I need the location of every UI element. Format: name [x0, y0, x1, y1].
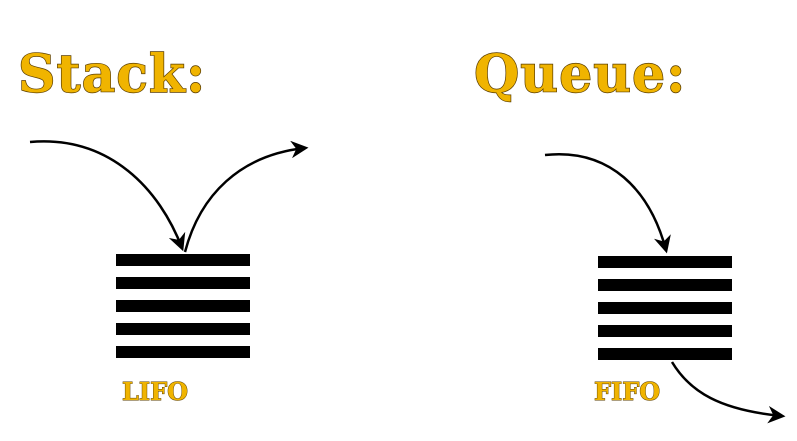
- queue-title: Queue:: [474, 44, 686, 105]
- stack-bar: [116, 277, 250, 289]
- stack-bar: [116, 323, 250, 335]
- queue-dequeue-arrow: [670, 361, 786, 424]
- stack-group: Stack: LIFO: [17, 43, 309, 406]
- stack-caption: LIFO: [122, 377, 188, 406]
- stack-title: Stack:: [18, 44, 206, 105]
- queue-bar: [598, 325, 732, 337]
- queue-bar: [598, 348, 732, 360]
- queue-caption: FIFO: [594, 377, 660, 406]
- stack-pop-arrow: [183, 140, 309, 253]
- queue-bars: [598, 256, 732, 360]
- queue-enqueue-arrow: [544, 152, 671, 254]
- stack-bar: [116, 300, 250, 312]
- stack-bars: [116, 254, 250, 358]
- queue-bar: [598, 256, 732, 268]
- queue-bar: [598, 302, 732, 314]
- stack-push-arrow: [29, 140, 186, 252]
- stack-bar: [116, 346, 250, 358]
- queue-bar: [598, 279, 732, 291]
- queue-group: Queue: FIFO: [473, 43, 786, 424]
- stack-bar: [116, 254, 250, 266]
